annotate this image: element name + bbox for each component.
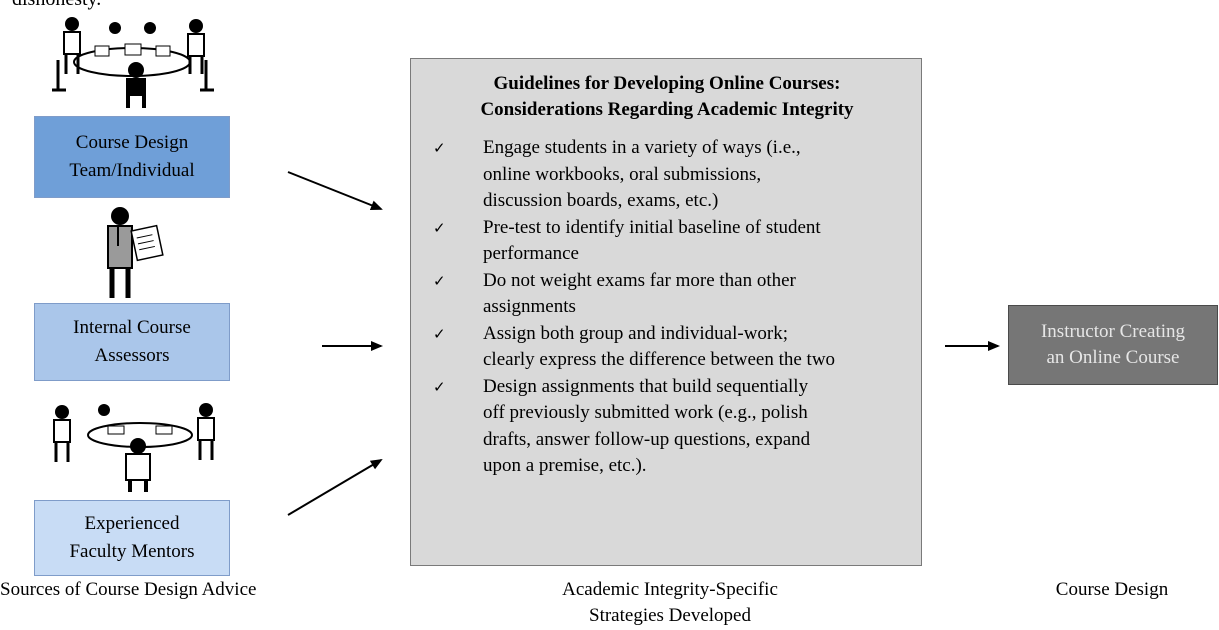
guidelines-title: Guidelines for Developing Online Courses… bbox=[431, 71, 903, 123]
list-item-text: Do not weight exams far more than other … bbox=[483, 268, 903, 321]
box-label-line: an Online Course bbox=[1046, 347, 1180, 368]
box-label-line: Internal Course bbox=[73, 317, 191, 338]
text-line: upon a premise, etc.). bbox=[483, 455, 647, 476]
meeting-table-icon bbox=[52, 17, 214, 108]
box-label-line: Experienced bbox=[84, 513, 180, 534]
column-label-strategies: Academic Integrity-Specific Strategies D… bbox=[480, 577, 860, 629]
title-line: Guidelines for Developing Online Courses… bbox=[493, 73, 841, 94]
text-line: Do not weight exams far more than other bbox=[483, 269, 796, 291]
list-item: ✓ Design assignments that build sequenti… bbox=[431, 374, 903, 480]
list-item-text: Design assignments that build sequential… bbox=[483, 374, 903, 480]
presenter-with-chart-icon bbox=[107, 207, 164, 298]
list-item-text: Pre-test to identify initial baseline of… bbox=[483, 215, 903, 268]
instructor-course-box: Instructor Creating an Online Course bbox=[1008, 305, 1218, 385]
text-line: performance bbox=[483, 243, 579, 264]
box-label-line: Assessors bbox=[94, 345, 170, 366]
label-line: Academic Integrity-Specific bbox=[562, 579, 778, 600]
arrow-icon bbox=[287, 458, 383, 516]
internal-course-assessors-box: Internal Course Assessors bbox=[34, 303, 230, 381]
list-item: ✓ Assign both group and individual-work;… bbox=[431, 321, 903, 374]
text-line: discussion boards, exams, etc.) bbox=[483, 190, 719, 211]
column-label-design: Course Design bbox=[1055, 579, 1169, 600]
course-design-team-box: Course Design Team/Individual bbox=[34, 116, 230, 198]
text-line: Engage students in a variety of ways (i.… bbox=[483, 137, 801, 158]
box-label-line: Faculty Mentors bbox=[69, 541, 195, 562]
text-line: Pre-test to identify initial baseline of… bbox=[483, 216, 821, 238]
arrow-icon bbox=[287, 171, 383, 210]
title-line: Considerations Regarding Academic Integr… bbox=[480, 99, 854, 120]
guidelines-box: Guidelines for Developing Online Courses… bbox=[410, 58, 922, 566]
cut-off-text: dishonesty. bbox=[12, 0, 101, 10]
checkmark-icon: ✓ bbox=[433, 139, 446, 157]
box-label-line: Course Design bbox=[75, 132, 189, 153]
list-item-text: Assign both group and individual-work; c… bbox=[483, 321, 903, 374]
box-label-line: Instructor Creating bbox=[1040, 321, 1186, 342]
list-item: ✓ Engage students in a variety of ways (… bbox=[431, 135, 903, 215]
text-line: online workbooks, oral submissions, bbox=[483, 163, 762, 185]
list-item: ✓ Pre-test to identify initial baseline … bbox=[431, 215, 903, 268]
checkmark-icon: ✓ bbox=[433, 324, 446, 343]
checkmark-icon: ✓ bbox=[433, 377, 446, 396]
checkmark-icon: ✓ bbox=[433, 218, 446, 237]
label-line: Strategies Developed bbox=[589, 605, 751, 626]
list-item: ✓ Do not weight exams far more than othe… bbox=[431, 268, 903, 321]
box-label-line: Team/Individual bbox=[69, 160, 195, 181]
text-line: assignments bbox=[483, 296, 576, 317]
text-line: off previously submitted work (e.g., pol… bbox=[483, 402, 808, 423]
column-label-sources: Sources of Course Design Advice bbox=[0, 579, 257, 600]
experienced-faculty-mentors-box: Experienced Faculty Mentors bbox=[34, 500, 230, 576]
text-line: drafts, answer follow-up questions, expa… bbox=[483, 428, 811, 450]
text-line: clearly express the difference between t… bbox=[483, 349, 836, 370]
text-line: Assign both group and individual-work; bbox=[483, 322, 789, 344]
text-line: Design assignments that build sequential… bbox=[483, 375, 809, 397]
checkmark-icon: ✓ bbox=[433, 271, 446, 290]
guidelines-list: ✓ Engage students in a variety of ways (… bbox=[431, 135, 903, 480]
round-table-meeting-icon bbox=[53, 403, 215, 492]
list-item-text: Engage students in a variety of ways (i.… bbox=[483, 135, 903, 215]
